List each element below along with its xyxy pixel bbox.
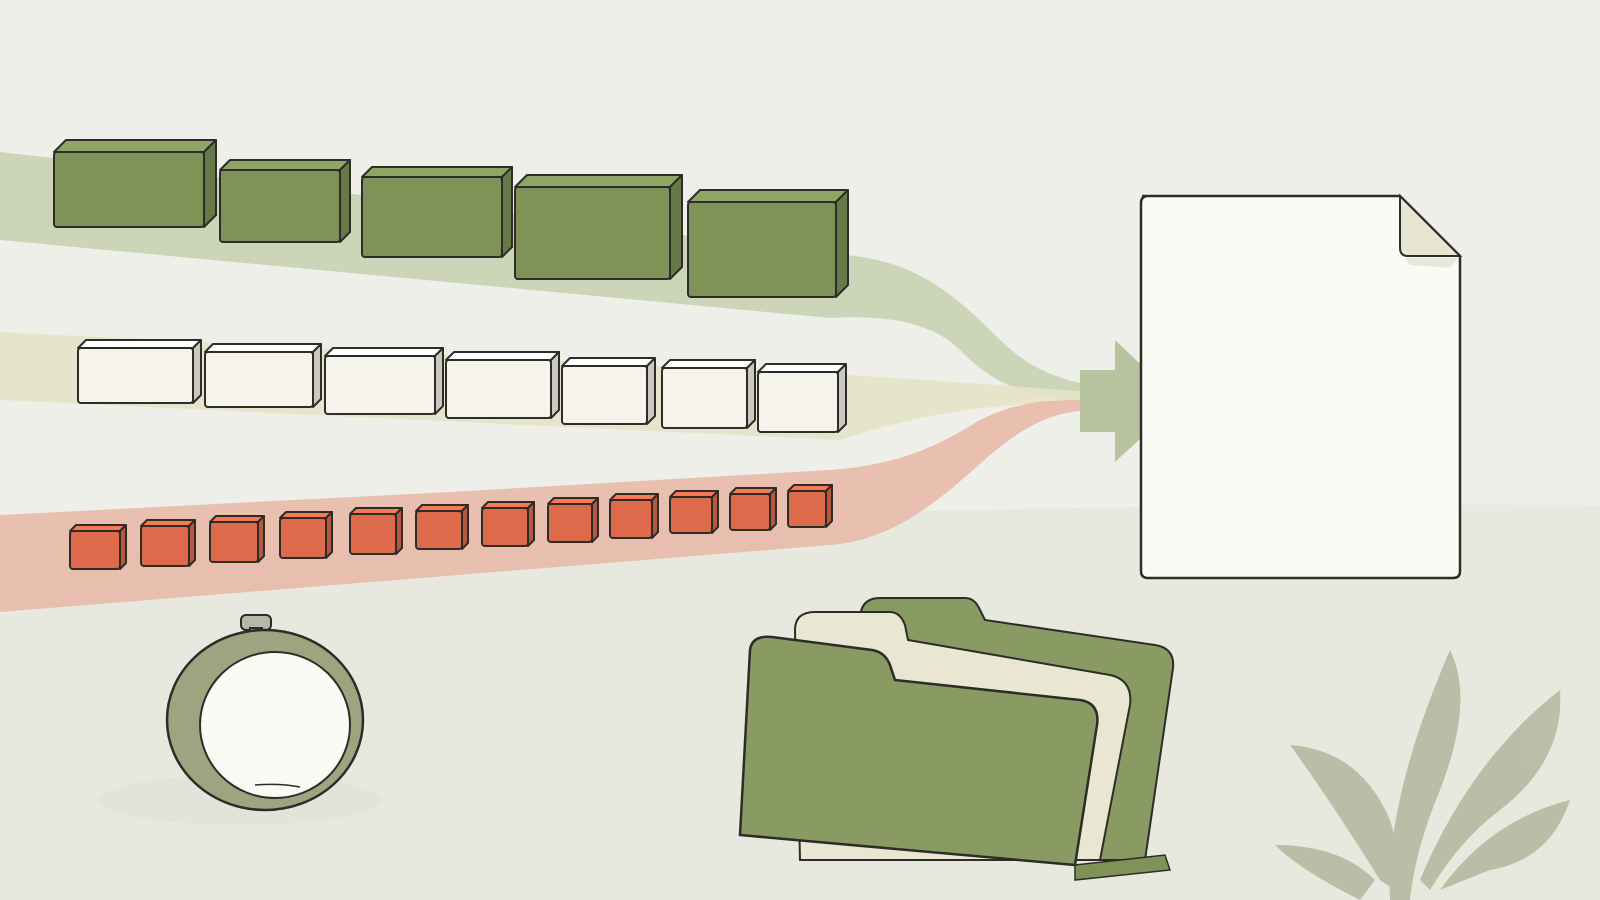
red-block bbox=[209, 515, 265, 563]
cream-block bbox=[757, 363, 847, 433]
red-block bbox=[729, 487, 777, 531]
cream-block bbox=[445, 351, 560, 419]
red-block bbox=[349, 507, 403, 555]
red-block bbox=[669, 490, 719, 534]
block-rows bbox=[53, 139, 849, 570]
green-block bbox=[514, 174, 683, 280]
red-block bbox=[140, 519, 196, 567]
merge-arrow-icon bbox=[1080, 340, 1180, 462]
red-block bbox=[547, 497, 599, 543]
red-block bbox=[415, 504, 469, 550]
green-block bbox=[53, 139, 217, 228]
cream-block bbox=[324, 347, 444, 415]
red-block bbox=[69, 524, 127, 570]
cream-block bbox=[204, 343, 322, 408]
red-block bbox=[481, 501, 535, 547]
stopwatch-icon bbox=[165, 614, 365, 812]
red-block bbox=[787, 484, 833, 528]
red-block bbox=[609, 493, 659, 539]
blank-document-icon bbox=[1139, 193, 1463, 580]
red-block bbox=[279, 511, 333, 559]
plant-leaves-icon bbox=[1275, 650, 1570, 900]
green-block bbox=[361, 166, 513, 258]
cream-block bbox=[661, 359, 756, 429]
green-block bbox=[687, 189, 849, 298]
cream-block bbox=[77, 339, 202, 404]
folder-icon bbox=[738, 597, 1175, 881]
cream-block bbox=[561, 357, 656, 425]
green-block bbox=[219, 159, 351, 243]
